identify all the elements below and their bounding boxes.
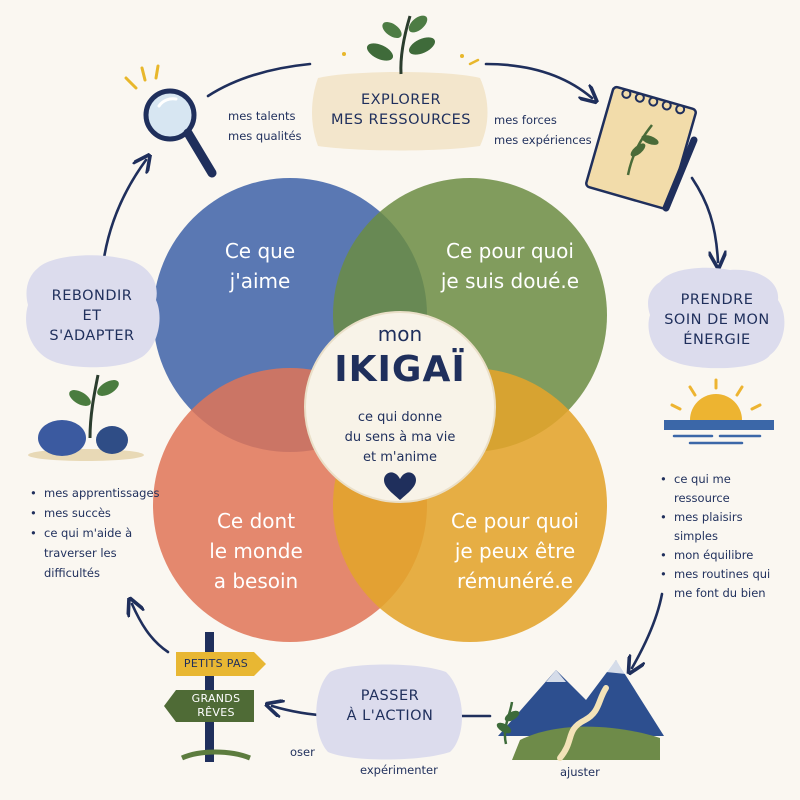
explore-left-notes: mes talents mes qualités [228, 106, 318, 146]
center-title: IKIGAÏ [334, 349, 466, 390]
sign-grands-reves: GRANDS RÊVES [176, 692, 256, 720]
center-line-2: du sens à ma vie [344, 430, 456, 445]
sign-grands: GRANDS [191, 692, 241, 705]
explore-step-label: EXPLORER MES RESSOURCES [316, 90, 486, 130]
cloud-rebound [26, 255, 160, 368]
rebound-item: ce qui m'aide à traverser les difficulté… [30, 523, 154, 583]
energy-line-3: ÉNERGIE [683, 332, 751, 348]
magnifier-icon [124, 64, 217, 178]
circle-paid-for-line-2: je peux être [454, 539, 576, 563]
circle-love-line-1: Ce que [224, 239, 296, 263]
signpost-icon [164, 632, 266, 762]
action-word-oser: oser [290, 745, 315, 759]
sprout-icon [342, 15, 480, 75]
energy-line-1: PRENDRE [680, 292, 754, 308]
cloud-energy [648, 267, 785, 369]
heart-icon [384, 472, 416, 500]
action-word-ajuster: ajuster [560, 765, 600, 779]
circle-good-at-line-2: je suis doué.e [440, 269, 580, 293]
arrow-notebook-to-energy [690, 176, 718, 262]
explore-line-1: EXPLORER [360, 92, 442, 108]
rebound-line-3: S'ADAPTER [49, 328, 135, 344]
arrow-magnifier-to-explore [206, 62, 312, 98]
center-disc [304, 311, 496, 503]
arrow-list-to-rebound [132, 604, 170, 654]
action-line-2: À L'ACTION [346, 708, 434, 724]
action-word-experimenter: expérimenter [360, 763, 438, 777]
explore-left-1: mes talents [228, 109, 296, 123]
action-line-1: PASSER [360, 688, 420, 704]
explore-right-1: mes forces [494, 113, 557, 127]
cloud-action [316, 664, 462, 760]
explore-banner [312, 72, 488, 151]
circle-paid-for-line-3: rémunéré.e [457, 569, 573, 593]
circle-world-needs-line-2: le monde [209, 539, 303, 563]
arrow-rebound-to-magnifier [102, 160, 146, 260]
center-line-3: et m'anime [363, 450, 437, 465]
energy-item: ce qui me ressource [660, 470, 780, 508]
mountain-path-icon [496, 660, 664, 761]
notebook-icon [585, 85, 698, 212]
circle-good-at-label: Ce pour quoi je suis doué.e [430, 236, 590, 296]
rebound-list: mes apprentissages mes succès ce qui m'a… [30, 483, 180, 583]
energy-item: mes routines qui me font du bien [660, 565, 780, 603]
explore-right-notes: mes forces mes expériences [494, 110, 594, 150]
action-step-label: PASSER À L'ACTION [328, 686, 452, 726]
rebound-line-1: REBONDIR [51, 288, 133, 304]
venn-circles [153, 178, 607, 642]
explore-left-2: mes qualités [228, 129, 302, 143]
circle-world-needs-line-1: Ce dont [216, 509, 296, 533]
energy-item: mon équilibre [660, 546, 780, 565]
stones-sprout-icon [28, 374, 144, 461]
rebound-item: mes apprentissages [30, 483, 180, 503]
circle-world-needs-line-3: a besoin [213, 569, 299, 593]
explore-line-2: MES RESSOURCES [331, 112, 471, 128]
arrow-explore-to-notebook [484, 62, 592, 98]
sign-reves: RÊVES [197, 706, 235, 719]
energy-list: ce qui me ressource mes plaisirs simples… [660, 470, 780, 603]
circle-good-at-line-1: Ce pour quoi [446, 239, 574, 263]
circle-love-label: Ce que j'aime [190, 236, 330, 296]
circle-world-needs-label: Ce dont le monde a besoin [186, 506, 326, 596]
circle-paid-for-label: Ce pour quoi je peux être rémunéré.e [430, 506, 600, 596]
explore-right-2: mes expériences [494, 133, 592, 147]
circle-paid-for-line-1: Ce pour quoi [451, 509, 579, 533]
rebound-item: mes succès [30, 503, 180, 523]
sunset-icon [664, 378, 774, 445]
cloud-blobs [26, 255, 785, 760]
arrow-energy-to-mountain [632, 592, 664, 668]
center-line-1: ce qui donne [357, 410, 443, 425]
rebound-line-2: ET [82, 308, 102, 324]
center-prefix: mon [377, 322, 423, 346]
rebound-step-label: REBONDIR ET S'ADAPTER [30, 286, 154, 346]
circle-love-line-2: j'aime [229, 269, 291, 293]
energy-item: mes plaisirs simples [660, 508, 780, 546]
energy-step-label: PRENDRE SOIN DE MON ÉNERGIE [652, 290, 782, 350]
sign-petits-pas: PETITS PAS [183, 657, 249, 670]
energy-line-2: SOIN DE MON [664, 312, 770, 328]
